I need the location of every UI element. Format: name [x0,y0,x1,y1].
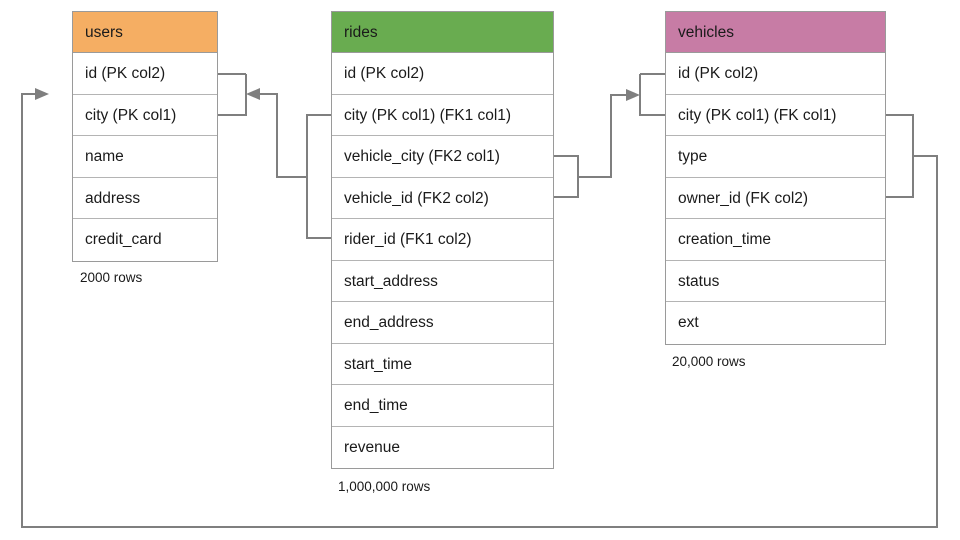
table-rides-column-revenue[interactable]: revenue [344,438,401,456]
table-users-header: users [73,12,217,53]
table-rides-column-end-time[interactable]: end_time [332,385,553,427]
table-rides-column-start-address[interactable]: start_address [332,261,553,302]
table-users[interactable]: users id (PK col2) city (PK col1) name a… [72,11,218,262]
table-users-column-city[interactable]: city (PK col1) [73,95,217,136]
table-rides[interactable]: rides id (PK col2) city (PK col1) (FK1 c… [331,11,554,469]
table-vehicles-column-id[interactable]: id (PK col2) [666,53,885,95]
table-users-column-name[interactable]: name [73,136,217,178]
table-rides-column-start-time[interactable]: start_time [332,344,553,385]
table-users-row-count: 2000 rows [80,270,143,285]
table-users-title: users [85,24,123,41]
edge-rides-fk2-vehicles [554,73,665,198]
table-rides-column-end-address[interactable]: end_address [332,302,553,344]
table-users-column-credit-card[interactable]: credit_card [85,231,162,248]
table-users-column-address[interactable]: address [73,178,217,219]
table-rides-column-id[interactable]: id (PK col2) [332,53,553,95]
table-vehicles-header: vehicles [666,12,885,53]
table-rides-header: rides [332,12,553,53]
table-vehicles-title: vehicles [678,24,734,41]
table-rides-column-rider-id[interactable]: rider_id (FK1 col2) [332,219,553,261]
table-vehicles-column-city[interactable]: city (PK col1) (FK col1) [666,95,885,136]
table-rides-title: rides [344,24,378,41]
table-users-column-id[interactable]: id (PK col2) [73,53,217,95]
table-vehicles-column-type[interactable]: type [666,136,885,178]
table-vehicles-column-ext[interactable]: ext [678,314,699,331]
table-rides-column-vehicle-city[interactable]: vehicle_city (FK2 col1) [332,136,553,178]
table-vehicles-column-owner-id[interactable]: owner_id (FK col2) [666,178,885,219]
table-rides-column-vehicle-id[interactable]: vehicle_id (FK2 col2) [332,178,553,219]
table-vehicles[interactable]: vehicles id (PK col2) city (PK col1) (FK… [665,11,886,345]
table-rides-column-city[interactable]: city (PK col1) (FK1 col1) [332,95,553,136]
table-vehicles-row-count: 20,000 rows [672,354,746,369]
table-rides-row-count: 1,000,000 rows [338,479,431,494]
table-vehicles-column-status[interactable]: status [666,261,885,302]
edge-rides-fk1-users [218,73,331,239]
table-vehicles-column-creation-time[interactable]: creation_time [666,219,885,261]
